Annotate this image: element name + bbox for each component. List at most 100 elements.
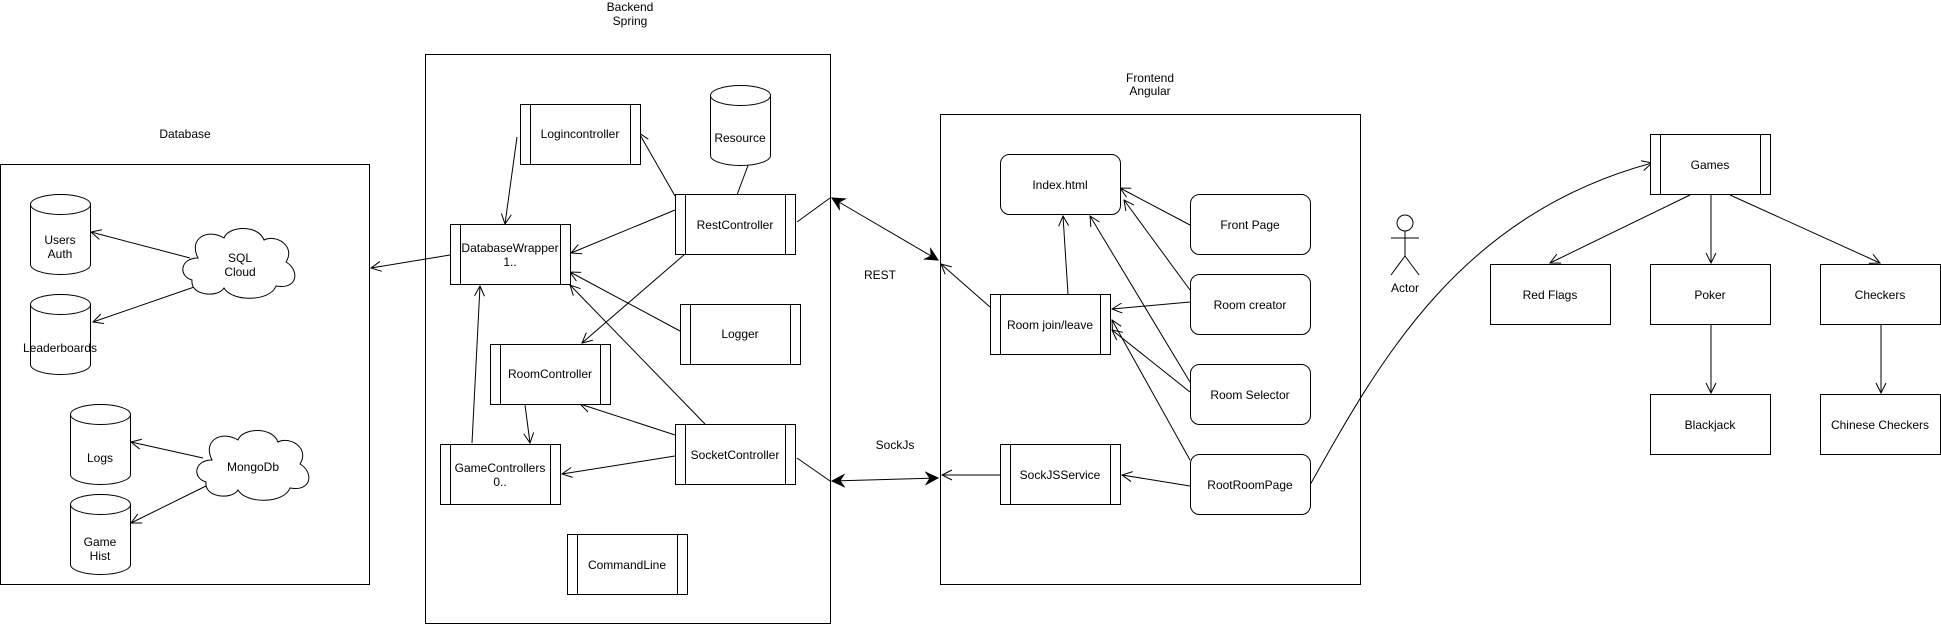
edge-restcontroller-rest-stub [796, 197, 831, 223]
edge-restcontroller-roomcontroller [582, 253, 686, 343]
frontend-group-title-line2: Angular [1129, 84, 1170, 98]
node-game-hist-label-line2: Hist [90, 549, 111, 563]
node-gamecontrollers: GameControllers 0.. [440, 444, 561, 505]
edge-label-sockjs: SockJs [876, 438, 915, 452]
node-game-hist-label-line1: Game [84, 535, 117, 549]
backend-group-title-line2: Spring [613, 14, 648, 28]
edge-roomcontroller-gamecontrollers [525, 404, 530, 443]
node-databasewrapper-label-line1: DatabaseWrapper [461, 241, 558, 255]
node-blackjack-label: Blackjack [1685, 418, 1737, 432]
node-leaderboards: Leaderboards [23, 294, 97, 375]
node-front-page-label: Front Page [1220, 218, 1280, 232]
node-red-flags-label: Red Flags [1523, 288, 1578, 302]
node-sql-cloud-label-line1: SQL [228, 251, 252, 265]
node-checkers-label: Checkers [1855, 288, 1906, 302]
node-sockjsservice: SockJSService [1000, 444, 1121, 505]
edge-mongodb-logs [131, 442, 204, 459]
edge-sockjs-bidirectional [832, 478, 938, 481]
edge-logincontroller-databasewrapper [505, 136, 518, 224]
edges [91, 133, 1881, 523]
node-index-html-label: Index.html [1032, 178, 1087, 192]
node-gamecontrollers-label-line2: 0.. [493, 475, 506, 489]
node-rootroompage-label: RootRoomPage [1207, 478, 1293, 492]
node-restcontroller-label: RestController [697, 218, 774, 232]
node-resource-label: Resource [714, 131, 766, 145]
node-logs-label: Logs [87, 451, 113, 465]
edge-logger-databasewrapper [570, 272, 681, 332]
node-sql-cloud-label-line2: Cloud [224, 265, 255, 279]
edge-games-redflags [1550, 194, 1691, 263]
node-logger: Logger [680, 304, 801, 365]
node-roomcontroller: RoomController [490, 344, 611, 405]
node-checkers: Checkers [1820, 264, 1941, 325]
node-logincontroller-label: Logincontroller [541, 127, 620, 141]
node-sockjsservice-label: SockJSService [1020, 468, 1101, 482]
edge-sqlcloud-usersauth [91, 232, 191, 259]
edge-restcontroller-databasewrapper [571, 209, 676, 253]
node-users-auth-label-line1: Users [44, 233, 75, 247]
node-index-html: Index.html [1000, 154, 1121, 215]
node-logger-label: Logger [721, 327, 758, 341]
node-room-join-leave: Room join/leave [990, 294, 1111, 355]
node-socketcontroller-label: SocketController [691, 448, 780, 462]
edge-sqlcloud-leaderboards [93, 284, 201, 322]
edge-socketcontroller-databasewrapper [570, 285, 706, 425]
edge-roomselector-roomjoin [1112, 330, 1191, 393]
edge-rootroompage-sockjsservice [1122, 475, 1191, 487]
node-roomcontroller-label: RoomController [508, 367, 592, 381]
node-rootroompage: RootRoomPage [1190, 454, 1311, 515]
backend-group-title-line1: Backend [607, 0, 654, 14]
node-mongodb-label: MongoDb [227, 460, 279, 474]
node-game-hist: Game Hist [70, 494, 131, 575]
edge-resource-restcontroller [736, 159, 751, 196]
database-group-title: Database [159, 127, 211, 141]
edge-roomselector-index [1090, 216, 1191, 383]
node-red-flags: Red Flags [1490, 264, 1611, 325]
node-chinese-checkers-label: Chinese Checkers [1831, 418, 1929, 432]
edge-gamecontrollers-databasewrapper [471, 286, 480, 444]
node-resource: Resource [710, 85, 771, 166]
frontend-group-title-line1: Frontend [1126, 71, 1174, 85]
node-games: Games [1650, 134, 1771, 195]
node-restcontroller: RestController [675, 194, 796, 255]
edge-roomcreator-roomjoin [1112, 301, 1191, 309]
actor-head-icon [1396, 214, 1414, 232]
node-chinese-checkers: Chinese Checkers [1820, 394, 1941, 455]
node-poker: Poker [1650, 264, 1771, 325]
edge-roomjoin-index [1063, 216, 1068, 295]
node-room-selector-label: Room Selector [1210, 388, 1289, 402]
node-room-creator: Room creator [1190, 274, 1311, 335]
edge-rootroompage-games [1309, 163, 1652, 486]
backend-group-frame [425, 54, 831, 624]
node-logs: Logs [70, 404, 131, 485]
node-leaderboards-label: Leaderboards [23, 341, 97, 355]
edge-socketcontroller-sockjs-stub [796, 457, 831, 482]
node-room-join-leave-label: Room join/leave [1007, 318, 1093, 332]
node-sql-cloud: SQL Cloud [182, 228, 296, 299]
node-front-page: Front Page [1190, 194, 1311, 255]
edge-socketcontroller-roomcontroller [580, 404, 676, 436]
node-room-selector: Room Selector [1190, 364, 1311, 425]
node-socketcontroller: SocketController [675, 424, 796, 485]
node-commandline-label: CommandLine [588, 558, 666, 572]
edge-frontpage-index [1120, 188, 1191, 226]
edge-mongodb-gamehist [131, 484, 209, 523]
node-logincontroller: Logincontroller [520, 104, 641, 165]
edge-label-rest: REST [864, 268, 897, 282]
node-room-creator-label: Room creator [1214, 298, 1287, 312]
database-group-frame [0, 164, 370, 585]
frontend-group-frame [940, 114, 1361, 585]
node-databasewrapper: DatabaseWrapper 1.. [450, 224, 571, 285]
edge-games-checkers [1729, 194, 1880, 263]
edge-databasewrapper-database [371, 254, 451, 268]
node-users-auth: Users Auth [30, 194, 91, 275]
edge-socketcontroller-gamecontrollers [562, 455, 676, 474]
node-commandline: CommandLine [567, 534, 688, 595]
node-blackjack: Blackjack [1650, 394, 1771, 455]
node-mongodb: MongoDb [196, 430, 310, 501]
node-poker-label: Poker [1694, 288, 1725, 302]
edge-restcontroller-logincontroller [639, 133, 676, 197]
node-users-auth-label-line2: Auth [48, 247, 73, 261]
node-gamecontrollers-label-line1: GameControllers [455, 461, 546, 475]
